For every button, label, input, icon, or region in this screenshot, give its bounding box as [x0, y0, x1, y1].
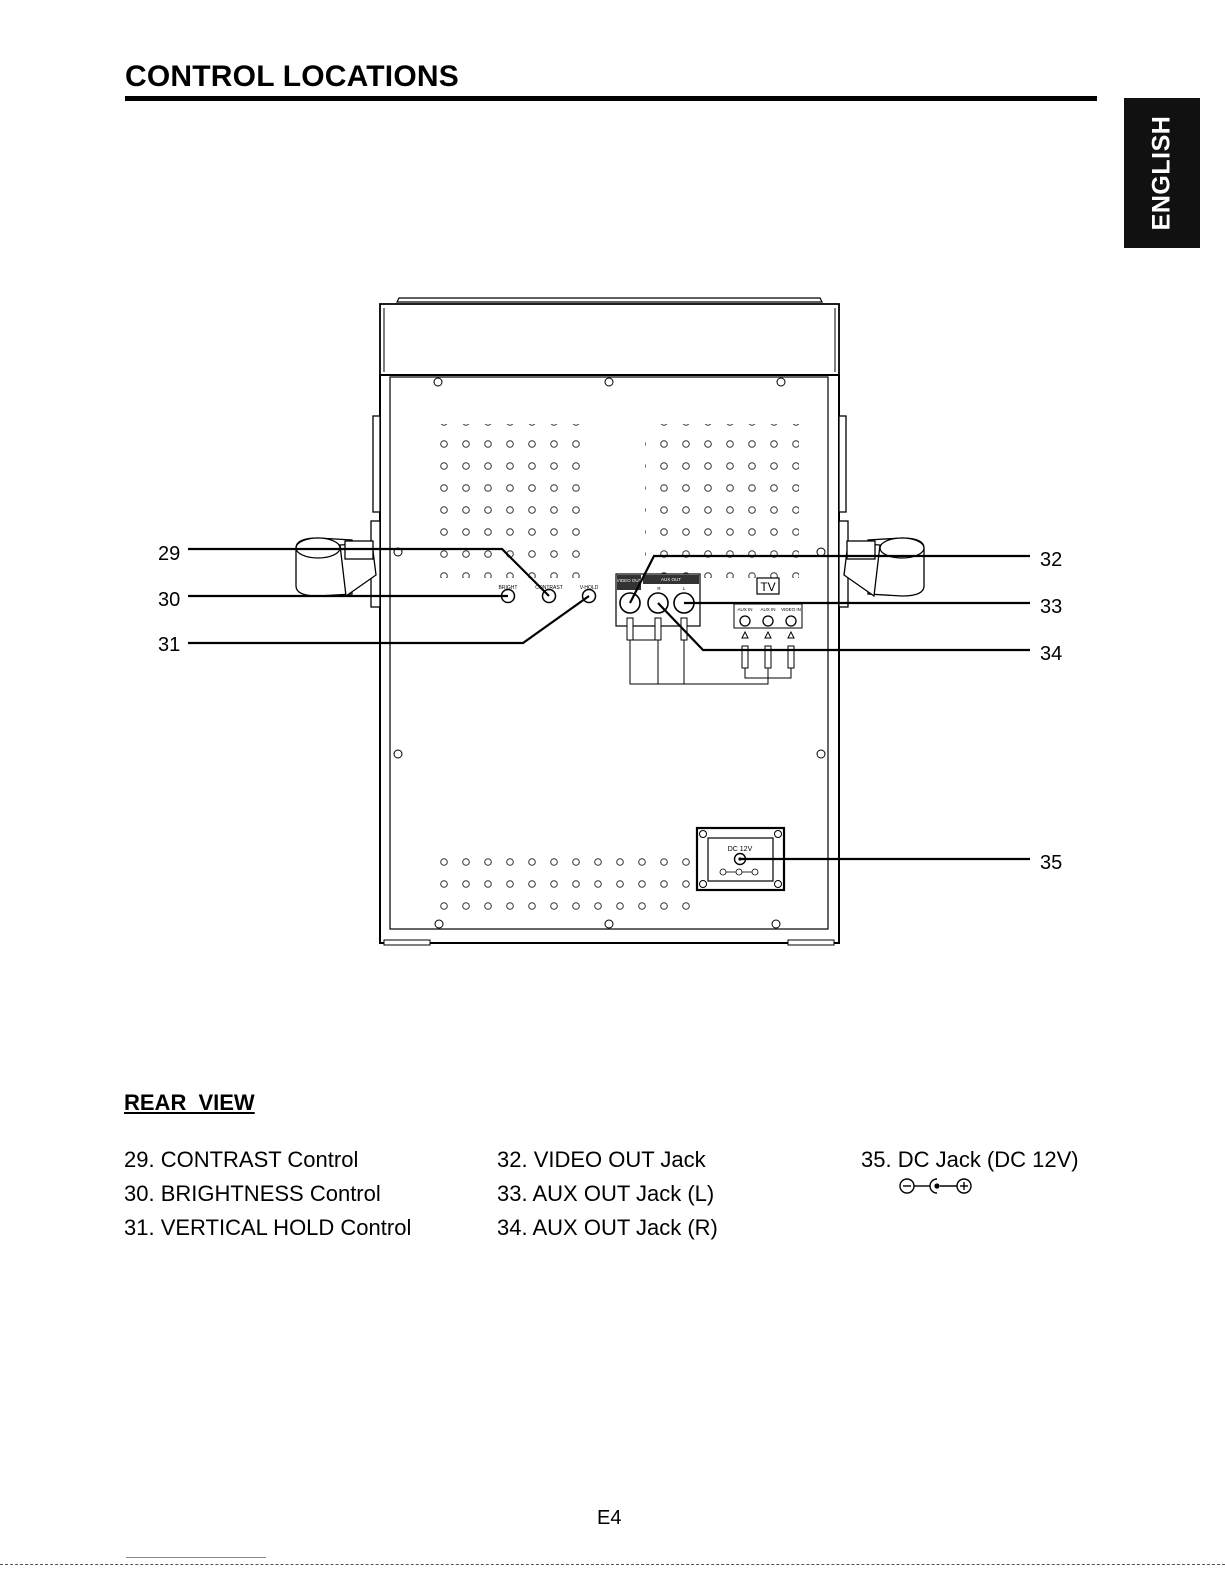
callout-30: 30	[158, 590, 180, 610]
callout-31: 31	[158, 635, 180, 655]
dc-polarity-icon	[897, 1175, 977, 1197]
callout-34: 34	[1040, 644, 1062, 664]
aux-in-2-label: AUX IN	[760, 607, 775, 612]
callout-32: 32	[1040, 550, 1062, 570]
video-out-label: VIDEO OUT	[617, 578, 642, 583]
tv-label: TV	[760, 580, 775, 594]
legend-item: 29. CONTRAST Control	[124, 1143, 411, 1177]
video-in-label: VIDEO IN	[781, 607, 801, 612]
bottom-border	[0, 1564, 1225, 1565]
legend-item: 35. DC Jack (DC 12V)	[861, 1143, 1079, 1177]
dc-label: DC 12V	[728, 846, 753, 853]
output-jack-panel: VIDEO OUT AUX OUT R L	[616, 574, 700, 640]
legend-column-1: 29. CONTRAST Control 30. BRIGHTNESS Cont…	[124, 1143, 411, 1245]
aux-out-label: AUX OUT	[661, 577, 681, 582]
vent-grid-lower	[433, 854, 697, 920]
callout-33: 33	[1040, 597, 1062, 617]
section-heading: REAR VIEW	[124, 1090, 255, 1116]
bottom-accent-line	[126, 1557, 266, 1558]
callout-29: 29	[158, 544, 180, 564]
legend-item: 33. AUX OUT Jack (L)	[497, 1177, 718, 1211]
rear-view-diagram: BRIGHT CONTRAST V-HOLD VIDEO OUT AUX OUT…	[0, 0, 1225, 1000]
aux-in-1-label: AUX IN	[737, 607, 752, 612]
left-handle	[296, 416, 380, 607]
page-number: E4	[597, 1507, 621, 1530]
legend-column-2: 32. VIDEO OUT Jack 33. AUX OUT Jack (L) …	[497, 1143, 718, 1245]
vent-grid-upper-left	[433, 424, 587, 578]
legend-item: 32. VIDEO OUT Jack	[497, 1143, 718, 1177]
top-lid	[380, 298, 839, 375]
legend-item: 31. VERTICAL HOLD Control	[124, 1211, 411, 1245]
legend-item: 34. AUX OUT Jack (R)	[497, 1211, 718, 1245]
legend-column-3: 35. DC Jack (DC 12V)	[861, 1143, 1079, 1177]
callout-35: 35	[1040, 853, 1062, 873]
legend-item: 30. BRIGHTNESS Control	[124, 1177, 411, 1211]
right-handle	[839, 416, 924, 607]
